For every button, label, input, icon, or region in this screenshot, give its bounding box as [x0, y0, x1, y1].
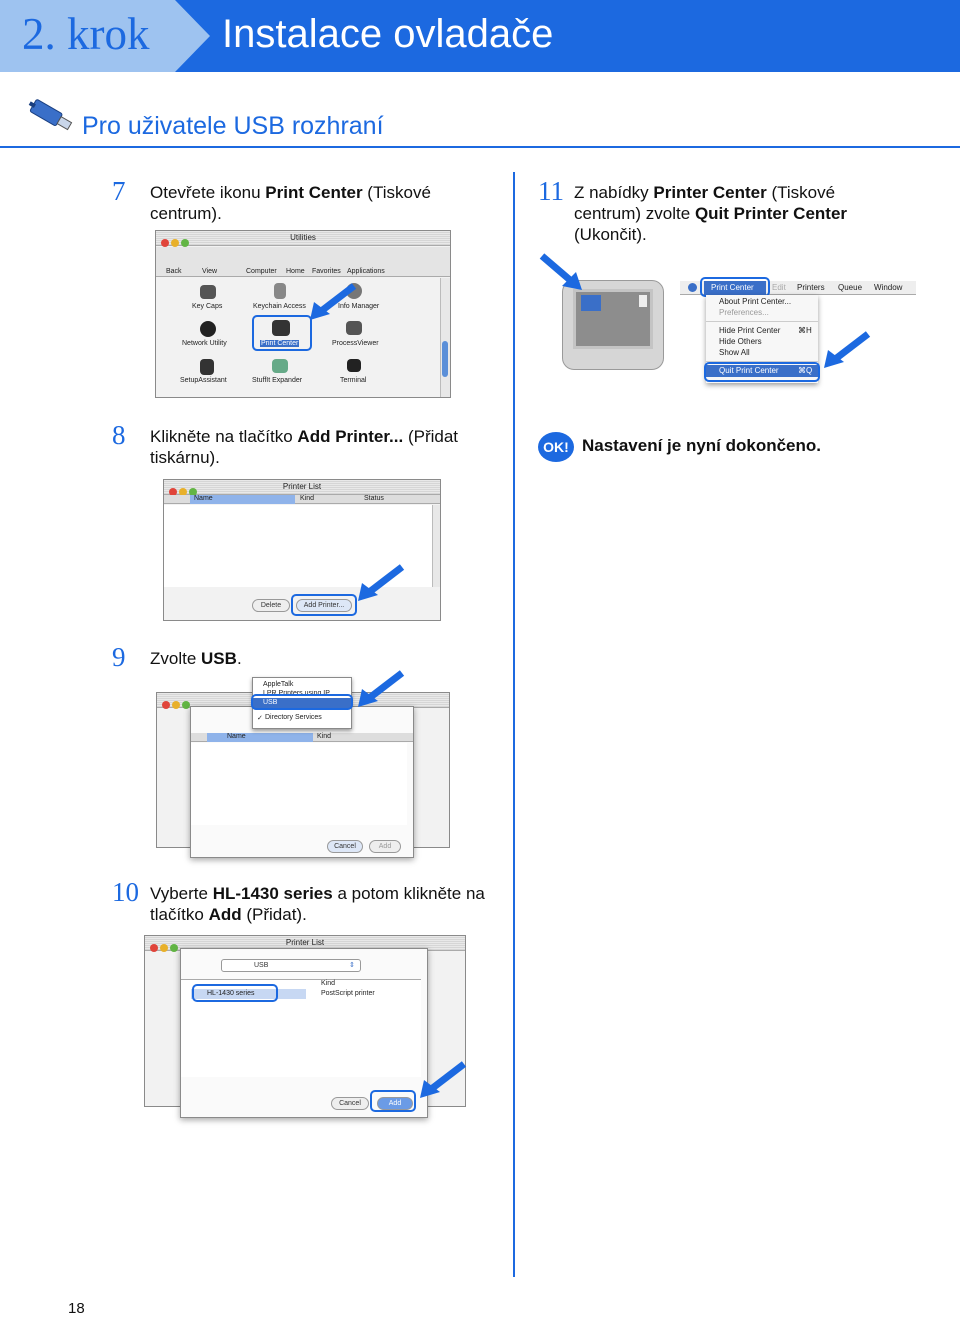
menu-print-center[interactable]: Print Center	[711, 283, 754, 292]
shortcut-hide: ⌘H	[798, 326, 812, 335]
menu-show-all[interactable]: Show All	[719, 348, 750, 357]
menu-hide-others[interactable]: Hide Others	[719, 337, 762, 346]
page-header: 2. krok Instalace ovladače	[0, 0, 960, 72]
toolbar-home[interactable]: Home	[286, 268, 305, 275]
col-status[interactable]: Status	[364, 495, 384, 502]
page-number: 18	[68, 1300, 85, 1317]
imac-icon	[562, 280, 664, 370]
connection-popup-menu: AppleTalk LPR Printers using IP USB ✓ Di…	[252, 677, 352, 729]
step-number-11: 11	[538, 176, 564, 206]
item-network-utility[interactable]: Network Utility	[182, 340, 227, 347]
printer-list-title-2: Printer List	[285, 938, 325, 947]
cancel-button[interactable]: Cancel	[327, 840, 363, 853]
add-printer-button[interactable]: Add Printer...	[296, 599, 352, 612]
print-center-menu: About Print Center... Preferences... Hid…	[706, 295, 818, 383]
sheet-col-name[interactable]: Name	[227, 733, 246, 740]
cancel-button-2[interactable]: Cancel	[331, 1097, 369, 1110]
menu-preferences[interactable]: Preferences...	[719, 308, 769, 317]
page-title: Instalace ovladače	[222, 12, 554, 56]
option-usb[interactable]: USB	[263, 699, 278, 706]
step-9-text: Zvolte USB.	[150, 649, 242, 668]
toolbar-favorites[interactable]: Favorites	[312, 268, 341, 275]
printer-row-kind: PostScript printer	[321, 990, 375, 997]
apple-menu-icon[interactable]	[688, 283, 697, 292]
popup-arrows-icon: ⇕	[349, 962, 355, 969]
menu-queue[interactable]: Queue	[838, 283, 863, 292]
toolbar-view[interactable]: View	[202, 268, 218, 275]
pointer-arrow-icon	[310, 283, 357, 320]
menu-edit[interactable]: Edit	[772, 283, 786, 292]
step-number-8: 8	[112, 420, 126, 450]
toolbar-computer[interactable]: Computer	[246, 268, 277, 275]
toolbar-back[interactable]: Back	[166, 268, 182, 275]
shortcut-quit: ⌘Q	[798, 366, 813, 375]
pointer-arrow-icon	[420, 1061, 467, 1098]
add-printer-sheet: Name Kind Cancel Add	[190, 706, 414, 858]
printer-list-window: Printer List Name Kind Status Delete Add…	[163, 479, 441, 621]
step-10-text: Vyberte HL-1430 series a potom klikněte …	[150, 884, 485, 924]
col-kind[interactable]: Kind	[300, 495, 315, 502]
select-col-kind[interactable]: Kind	[321, 980, 336, 987]
delete-button[interactable]: Delete	[252, 599, 290, 612]
add-button[interactable]: Add	[369, 840, 401, 853]
pointer-arrow-icon	[358, 670, 405, 707]
usb-cable-icon	[28, 99, 73, 131]
item-stuffit-expander[interactable]: StuffIt Expander	[252, 377, 303, 384]
pointer-arrow-icon	[358, 564, 405, 601]
pointer-arrow-icon	[539, 253, 582, 290]
item-print-center[interactable]: Print Center	[260, 340, 300, 347]
printer-row-hl1430[interactable]: HL-1430 series	[207, 990, 255, 997]
item-processviewer[interactable]: ProcessViewer	[332, 340, 379, 347]
step-number-9: 9	[112, 642, 126, 672]
utilities-window: Utilities Back View Computer Home Favori…	[155, 230, 451, 398]
item-info-manager[interactable]: Info Manager	[338, 303, 380, 310]
connection-popup[interactable]: USB	[221, 959, 361, 972]
pointer-arrow-icon	[824, 331, 871, 368]
step-label: 2. krok	[22, 9, 150, 59]
printer-list-title: Printer List	[282, 482, 322, 491]
step-number-7: 7	[112, 176, 126, 206]
step-7-text: Otevřete ikonu Print Center (Tiskové cen…	[150, 183, 431, 223]
menu-printers[interactable]: Printers	[797, 283, 825, 292]
item-keychain-access[interactable]: Keychain Access	[253, 303, 306, 310]
col-name[interactable]: Name	[194, 495, 213, 502]
window-title: Utilities	[290, 233, 316, 242]
sheet-col-kind[interactable]: Kind	[317, 733, 332, 740]
option-lpr[interactable]: LPR Printers using IP	[263, 690, 330, 695]
menu-quit-print-center[interactable]: Quit Print Center	[719, 366, 779, 375]
item-setupassistant[interactable]: SetupAssistant	[180, 377, 227, 384]
item-key-caps[interactable]: Key Caps	[192, 303, 223, 310]
completion-text: Nastavení je nyní dokončeno.	[582, 436, 822, 455]
column-divider	[513, 172, 515, 1277]
section-divider	[0, 146, 960, 148]
add-button-2[interactable]: Add	[377, 1097, 413, 1110]
option-appletalk[interactable]: AppleTalk	[263, 681, 294, 688]
option-directory-services[interactable]: Directory Services	[265, 714, 322, 721]
menu-window[interactable]: Window	[874, 283, 903, 292]
step-8-text: Klikněte na tlačítko Add Printer... (Při…	[150, 427, 459, 467]
toolbar-applications[interactable]: Applications	[347, 268, 385, 275]
menu-about[interactable]: About Print Center...	[719, 297, 792, 306]
step-banner: 2. krok	[0, 0, 210, 72]
checkmark-icon: ✓	[257, 715, 263, 722]
select-printer-sheet: USB ⇕ Kind HL-1430 series PostScript pri…	[180, 948, 428, 1118]
menu-hide-print-center[interactable]: Hide Print Center	[719, 326, 781, 335]
item-terminal[interactable]: Terminal	[340, 377, 367, 384]
step-number-10: 10	[112, 877, 139, 907]
ok-badge: OK!	[538, 432, 574, 462]
section-title: Pro uživatele USB rozhraní	[82, 112, 384, 140]
step-11-text: Z nabídky Printer Center (Tiskové centru…	[574, 183, 848, 244]
